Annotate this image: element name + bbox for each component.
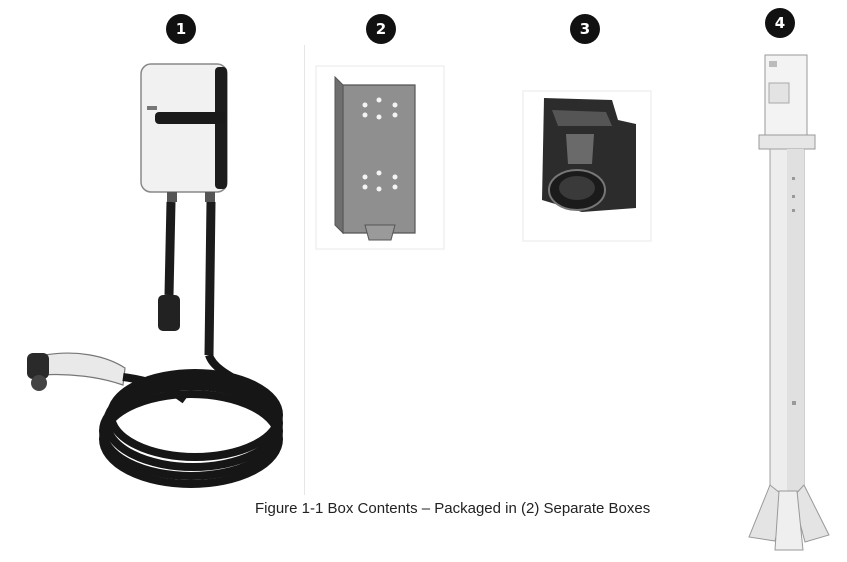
item-3-number-badge: 3: [570, 14, 600, 44]
item-4-number-badge: 4: [765, 8, 795, 38]
item-2-number-badge: 2: [366, 14, 396, 44]
pedestal-post-icon: [748, 54, 830, 551]
item-1-number-badge: 1: [166, 14, 196, 44]
connector-holster-icon: [522, 90, 652, 242]
divider-line: [304, 45, 305, 495]
figure-caption: Figure 1-1 Box Contents – Packaged in (2…: [255, 500, 651, 517]
wall-mounting-bracket-icon: [315, 65, 445, 250]
ev-charger-with-cable-icon: [27, 63, 283, 488]
